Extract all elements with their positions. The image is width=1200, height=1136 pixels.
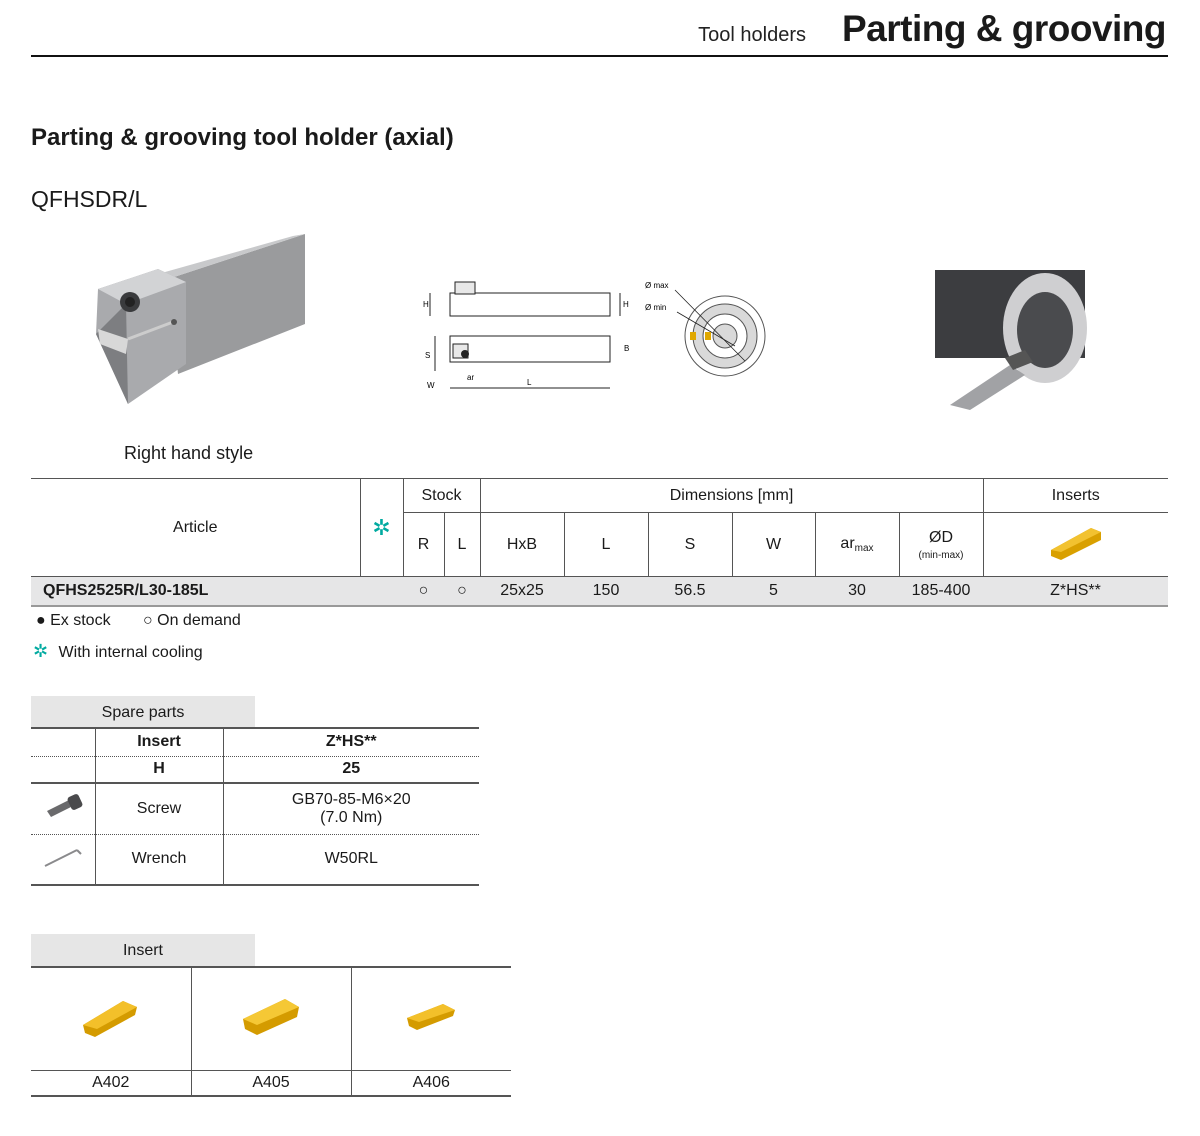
- col-r: R: [402, 512, 444, 577]
- svg-text:H: H: [423, 300, 429, 309]
- model-code: QFHSDR/L: [31, 186, 148, 212]
- col-length: L: [563, 512, 648, 577]
- header-title: Parting & grooving: [842, 8, 1167, 49]
- svg-text:S: S: [425, 351, 430, 360]
- svg-text:W: W: [427, 381, 435, 390]
- stock-header: Stock: [402, 478, 480, 513]
- svg-text:B: B: [624, 344, 629, 353]
- insert-value: Z*HS**: [222, 727, 479, 757]
- article-code: QFHS2525R/L30-185L: [31, 576, 360, 607]
- svg-text:Ø max: Ø max: [645, 281, 669, 290]
- col-hxb: HxB: [479, 512, 564, 577]
- h-label: H: [94, 756, 223, 784]
- screw-label: Screw: [94, 783, 223, 835]
- svg-text:L: L: [527, 378, 532, 387]
- cooling-icon: ✲: [33, 641, 49, 661]
- value-diameter: 185-400: [899, 576, 983, 607]
- inserts-header: Inserts: [982, 478, 1168, 513]
- insert-label: Insert: [94, 727, 223, 757]
- col-ar: armax: [814, 512, 899, 577]
- insert-label-a402: A402: [31, 1070, 191, 1097]
- wrench-label: Wrench: [94, 834, 223, 886]
- value-ar: 30: [815, 576, 899, 607]
- legend-cooling: With internal cooling: [58, 644, 203, 661]
- application-image: [935, 270, 1087, 410]
- insert-section-title: Insert: [31, 934, 255, 966]
- value-s: 56.5: [648, 576, 732, 607]
- legend-on-demand: ○ On demand: [143, 612, 241, 629]
- dimensions-header: Dimensions [mm]: [479, 478, 983, 513]
- stock-r: ○: [403, 576, 444, 607]
- col-w: W: [731, 512, 815, 577]
- page-title: Parting & grooving tool holder (axial): [31, 124, 454, 151]
- col-diameter: ØD(min-max): [898, 512, 983, 577]
- page-header: Tool holders Parting & grooving: [31, 0, 1168, 57]
- article-header: Article: [31, 478, 360, 577]
- cooling-icon: ✲: [372, 514, 391, 540]
- svg-text:ar: ar: [467, 373, 474, 382]
- wrench-value: W50RL: [222, 834, 479, 886]
- stock-l: ○: [444, 576, 480, 607]
- cooling-header: ✲: [359, 478, 403, 577]
- value-insert: Z*HS**: [983, 576, 1168, 607]
- wrench-icon: [31, 834, 95, 886]
- svg-text:H: H: [623, 300, 629, 309]
- value-w: 5: [732, 576, 815, 607]
- spare-parts-title: Spare parts: [31, 696, 255, 727]
- screw-icon: [31, 783, 95, 835]
- insert-a402-image: [31, 966, 191, 1071]
- article-table: Article ✲ Stock Dimensions [mm] Inserts …: [31, 478, 1168, 607]
- tool-holder-image: [96, 234, 305, 404]
- stock-legend: ● Ex stock ○ On demand: [36, 612, 269, 630]
- col-s: S: [647, 512, 732, 577]
- section-label: Tool holders: [698, 24, 806, 46]
- style-label: Right hand style: [124, 443, 254, 463]
- insert-label-a406: A406: [350, 1070, 511, 1097]
- spare-parts-table: Insert Z*HS** H 25 Screw GB70-85-M6×20 (…: [31, 727, 479, 886]
- svg-text:Ø min: Ø min: [645, 303, 666, 312]
- insert-a405-image: [190, 966, 351, 1071]
- dimension-drawing: H H S B W ar L Ø max Ø min: [423, 281, 766, 390]
- insert-a406-image: [350, 966, 511, 1071]
- h-value: 25: [222, 756, 479, 784]
- value-hxb: 25x25: [480, 576, 564, 607]
- screw-value: GB70-85-M6×20 (7.0 Nm): [222, 783, 479, 835]
- table-row: QFHS2525R/L30-185L ○ ○ 25x25 150 56.5 5 …: [31, 576, 1168, 607]
- value-length: 150: [564, 576, 648, 607]
- legend-ex-stock: ● Ex stock: [36, 612, 111, 629]
- insert-label-a405: A405: [190, 1070, 351, 1097]
- insert-icon: [982, 512, 1168, 577]
- cooling-legend: ✲ With internal cooling: [33, 641, 203, 662]
- col-l: L: [443, 512, 480, 577]
- insert-table: A402 A405 A406: [31, 966, 511, 1097]
